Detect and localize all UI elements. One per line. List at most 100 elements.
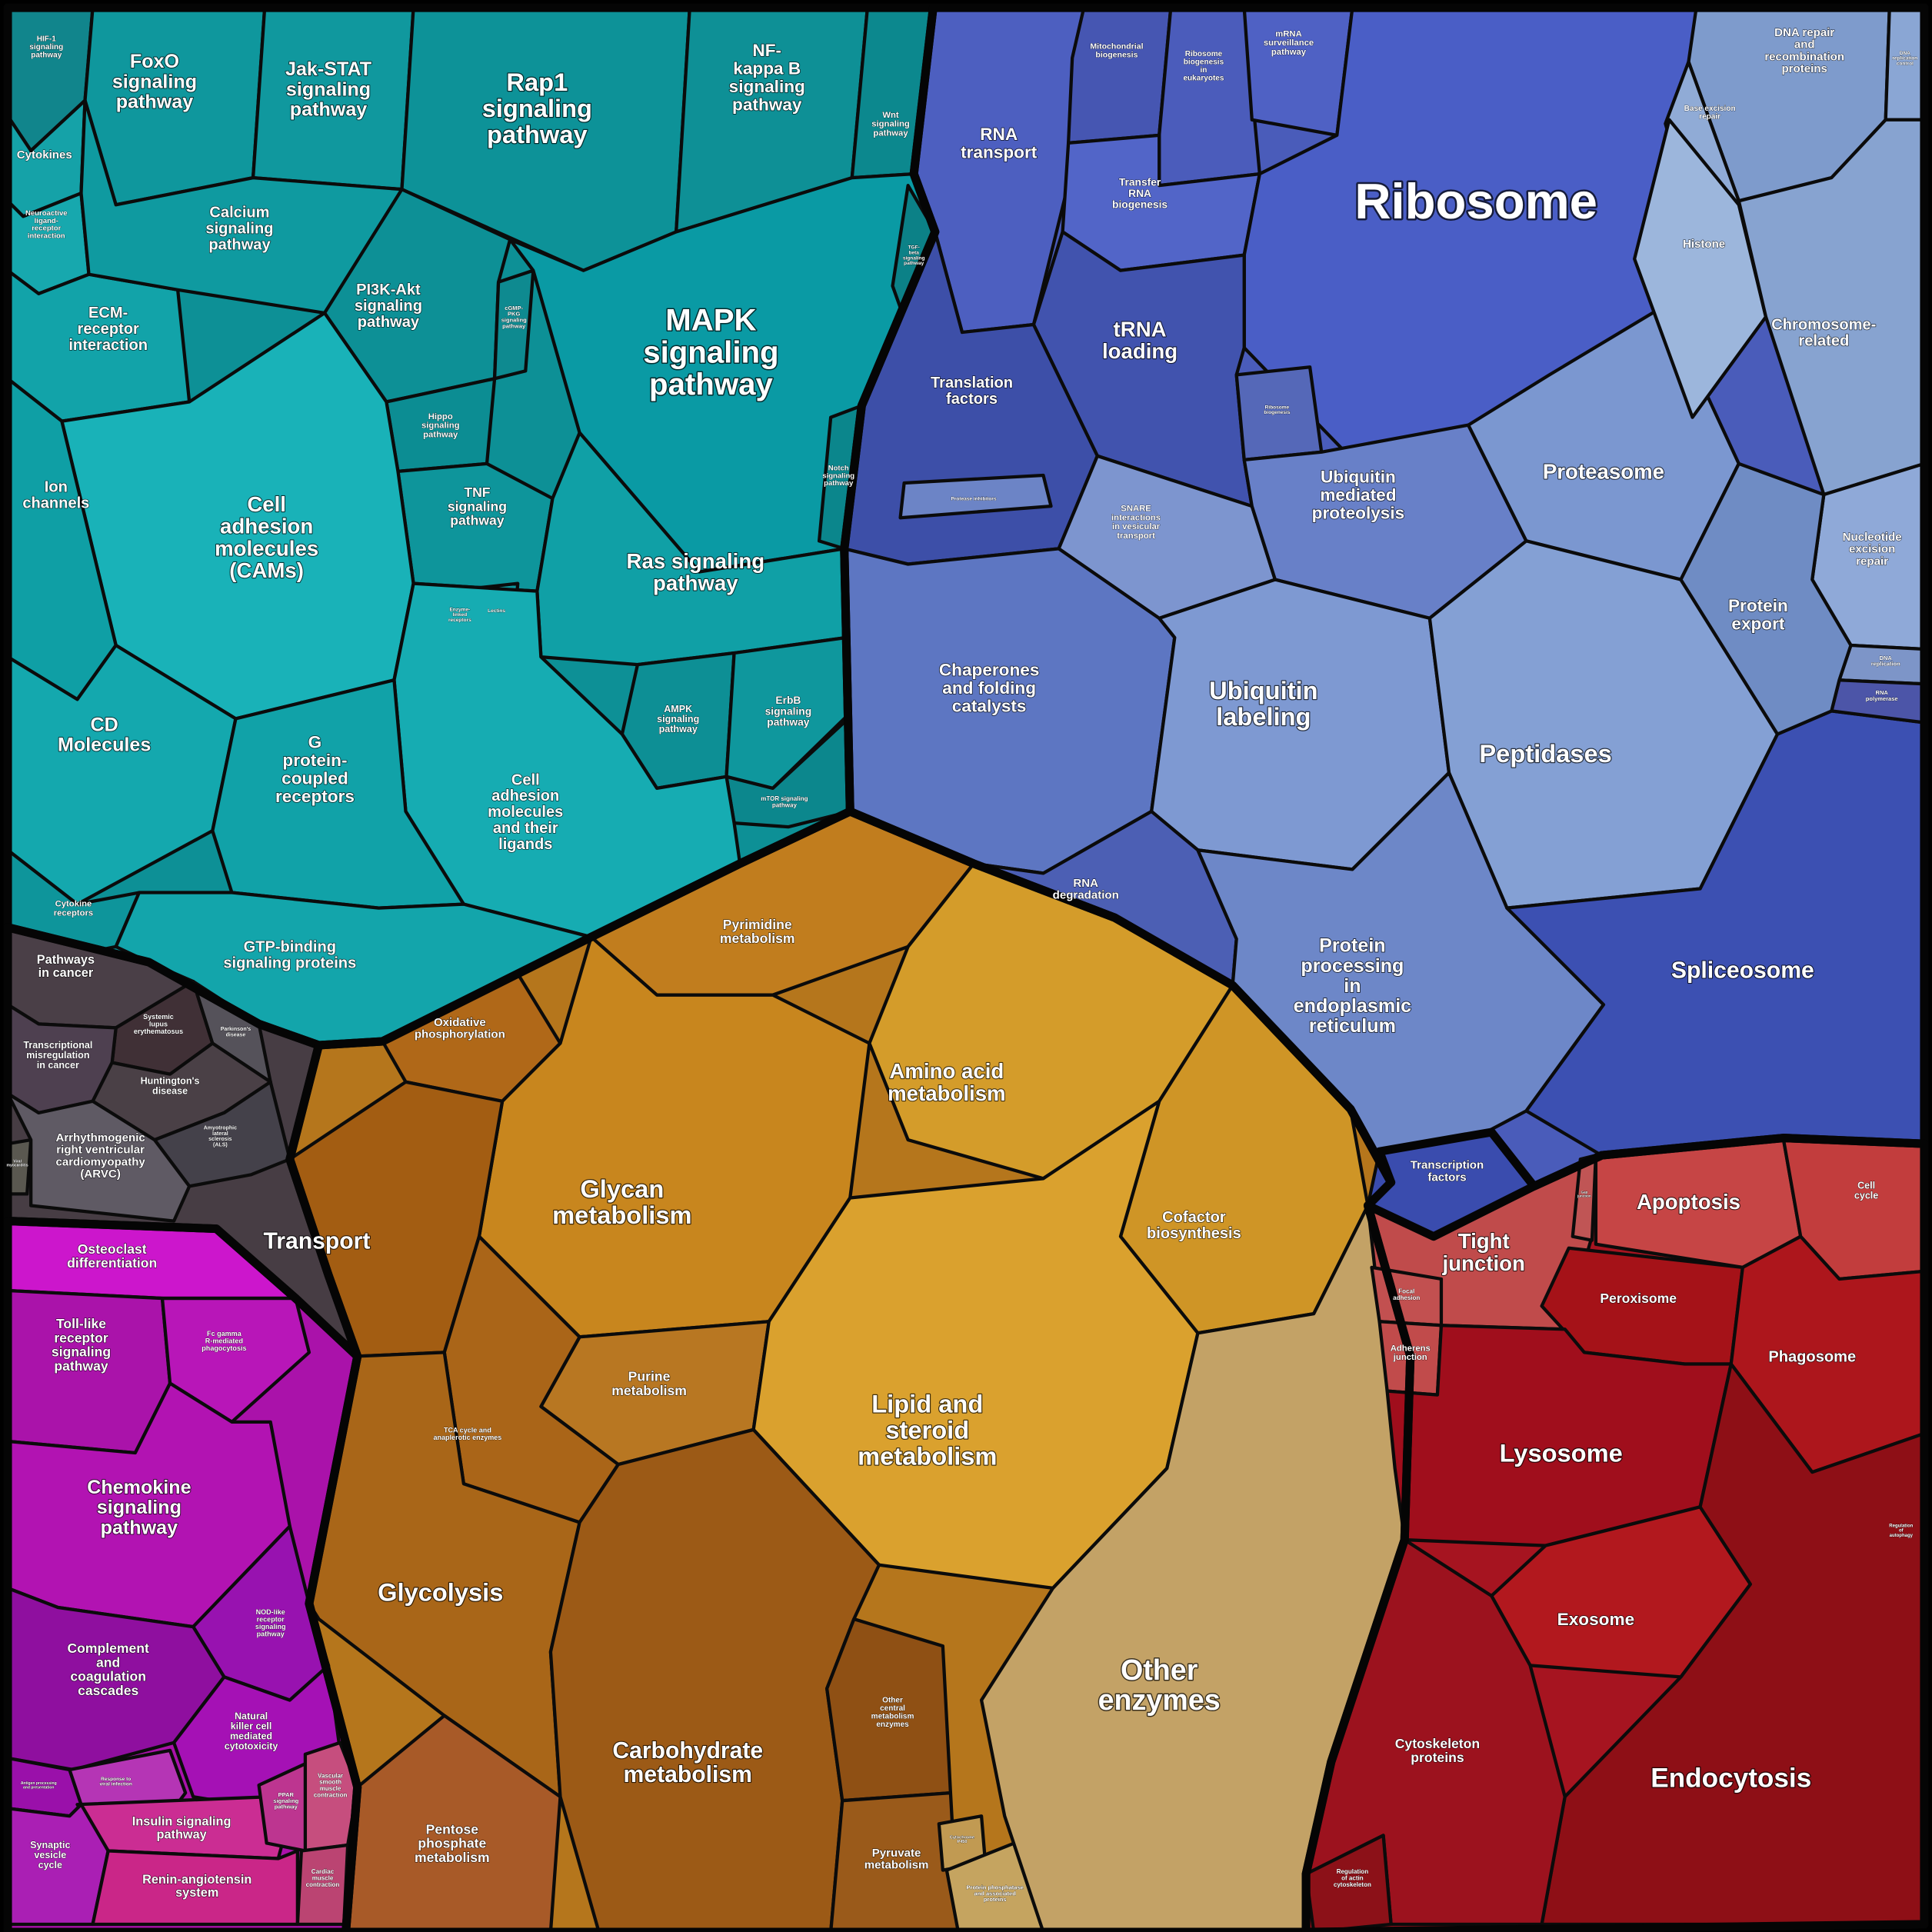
complement-label-line: cascades (78, 1683, 138, 1698)
protease_inhibitors-label-line: Protease inhibitors (951, 496, 997, 501)
dna_repair_recombination-label-line: and (1794, 38, 1815, 52)
arvc-cell[interactable] (5, 1091, 192, 1223)
chromosome_related-label-line: related (1798, 333, 1849, 350)
ribosome-label-line: Ribosome (1354, 173, 1597, 229)
insulin-label-line: Insulin signaling (132, 1815, 232, 1829)
glycan-label-line: metabolism (552, 1201, 691, 1229)
pentose_phosphate-label-line: phosphate (418, 1836, 486, 1851)
nfkb-label-line: pathway (732, 95, 802, 115)
vascular_smooth-label-line: Vascular (318, 1772, 343, 1779)
histone-cell[interactable] (1633, 118, 1768, 419)
mrna_surveillance-cell[interactable] (1242, 5, 1354, 137)
ion_channels-label-line: channels (22, 495, 89, 512)
huntingtons-label-line: disease (152, 1086, 188, 1097)
neuroactive-label-line: interaction (28, 232, 65, 241)
spliceosome-label: Spliceosome (1671, 958, 1814, 984)
vascular_smooth-label-line: contraction (314, 1791, 348, 1798)
fc_gamma-label-line: Fc gamma (207, 1330, 242, 1337)
transport-label-line: Transport (263, 1228, 370, 1254)
pyrimidine-label-line: Pyrimidine (723, 917, 792, 932)
oxidative_phosphorylation-label-line: Oxidative (434, 1016, 486, 1029)
response_viral-label-line: Response to (101, 1777, 131, 1782)
pathways_in_cancer-label-line: in cancer (38, 966, 94, 980)
huntingtons-label-line: Huntington's (141, 1076, 200, 1087)
regulation_actin-label-line: Regulation (1337, 1868, 1369, 1875)
hippo-label-line: signaling (421, 421, 460, 431)
transport-label: Transport (263, 1228, 370, 1254)
als-label-line: sclerosis (208, 1137, 232, 1142)
other_central_metabolism-cell[interactable] (825, 1617, 953, 1803)
cgmp-cell[interactable] (492, 268, 535, 381)
notch-label-line: Notch (828, 464, 849, 472)
neuroactive-label-line: receptor (32, 225, 61, 233)
trna_loading-label-line: loading (1102, 339, 1178, 363)
erbb-label-line: signaling (765, 705, 812, 717)
protein_phosphatase-label-line: and associated (974, 1890, 1017, 1897)
ribosome_biogenesis_euk-label-line: eukaryotes (1183, 75, 1224, 83)
mitochondrial_biogenesis-cell[interactable] (1067, 5, 1173, 145)
mitochondrial_biogenesis-label-line: Mitochondrial (1090, 42, 1143, 52)
vascular_smooth-label-line: smooth (319, 1779, 341, 1786)
cam_ligands-label-line: molecules (488, 804, 563, 821)
response_viral-label-line: viral infection (100, 1782, 132, 1787)
protein_export-label-line: export (1731, 614, 1785, 633)
adherens_junction-label-line: Adherens (1391, 1344, 1431, 1353)
protein_export-cell[interactable] (1679, 461, 1853, 736)
neuroactive-label-line: Neuroactive (25, 209, 68, 218)
rna_degradation-label-line: RNA (1073, 877, 1098, 890)
rap1-label-line: Rap1 (506, 68, 568, 96)
cardiac_muscle-label-line: contraction (306, 1881, 340, 1888)
carbohydrate-label-line: metabolism (624, 1762, 752, 1787)
enzyme_linked-label-line: linked (452, 612, 467, 618)
other_central_metabolism-label-line: central (880, 1704, 905, 1713)
tnf-label-line: signaling (448, 498, 507, 514)
regulation_actin-cell[interactable] (1304, 1834, 1393, 1932)
als-label-line: lateral (212, 1131, 228, 1137)
ribosome_biogenesis_euk-label-line: in (1201, 66, 1208, 75)
complement-label-line: Complement (67, 1641, 149, 1656)
histone-label: Histone (1683, 238, 1725, 251)
pyruvate-cell[interactable] (829, 1791, 961, 1932)
tnf-label-line: pathway (450, 513, 505, 528)
rap1-label-line: pathway (487, 120, 588, 148)
fc_gamma-cell[interactable] (160, 1296, 311, 1424)
tnf-label-line: TNF (464, 485, 490, 500)
cams-label-line: molecules (215, 536, 318, 560)
ampk-label-line: signaling (657, 714, 699, 724)
cams-label-line: adhesion (220, 515, 313, 538)
protease_inhibitors-cell[interactable] (898, 473, 1053, 520)
tca_cycle-label-line: anaplerotic enzymes (433, 1434, 501, 1441)
dna_replication-label-line: DNA (1880, 655, 1893, 661)
pyruvate-label-line: Pyruvate (872, 1847, 921, 1860)
renin_angiotensin-cell[interactable] (91, 1849, 299, 1927)
gtp_binding-label-line: GTP-binding (244, 939, 336, 956)
translation_factors-label-line: Translation (931, 375, 1013, 391)
hif1-label-line: signaling (29, 43, 63, 52)
cd_molecules-label-line: CD (91, 714, 118, 735)
